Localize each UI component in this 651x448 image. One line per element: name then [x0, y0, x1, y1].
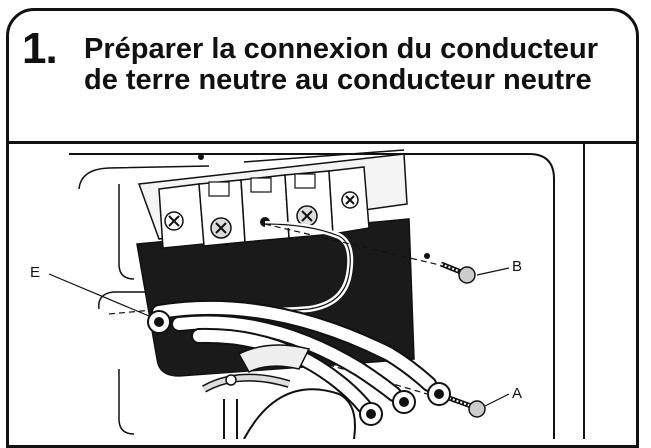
power-cord-wires [151, 299, 437, 414]
panel-rounded-slot-left [118, 184, 135, 280]
ring-terminal-e [147, 310, 171, 334]
alignment-line-b [264, 223, 462, 271]
terminal-block [158, 166, 370, 249]
wiring-diagram-svg [48, 144, 585, 439]
rivet-top [198, 154, 204, 160]
callout-b-label: B [512, 258, 523, 275]
callout-a-label: A [512, 385, 523, 402]
ring-terminal-1 [427, 382, 451, 406]
strain-relief-clamp [202, 344, 311, 439]
wiring-illustration [9, 144, 636, 439]
panel-slot-top-right [243, 149, 405, 163]
leader-line-b [476, 267, 510, 276]
power-cord [243, 388, 356, 439]
panel-slot-bottom-left [118, 369, 135, 435]
rivet-right [424, 253, 430, 259]
step-title: Préparer la connexion du conducteur de t… [84, 33, 599, 96]
ring-terminal-2 [392, 390, 416, 414]
step-header [6, 8, 639, 144]
leader-line-a [484, 393, 510, 407]
leader-line-e [48, 273, 150, 317]
panel-rounded-slot-top [78, 165, 210, 190]
step-number: 1. [22, 24, 58, 73]
callout-e-label: E [30, 264, 41, 281]
ring-terminal-3 [359, 402, 383, 426]
back-panel-outline [69, 153, 555, 439]
screw-b [440, 261, 476, 284]
screw-a [448, 395, 486, 418]
